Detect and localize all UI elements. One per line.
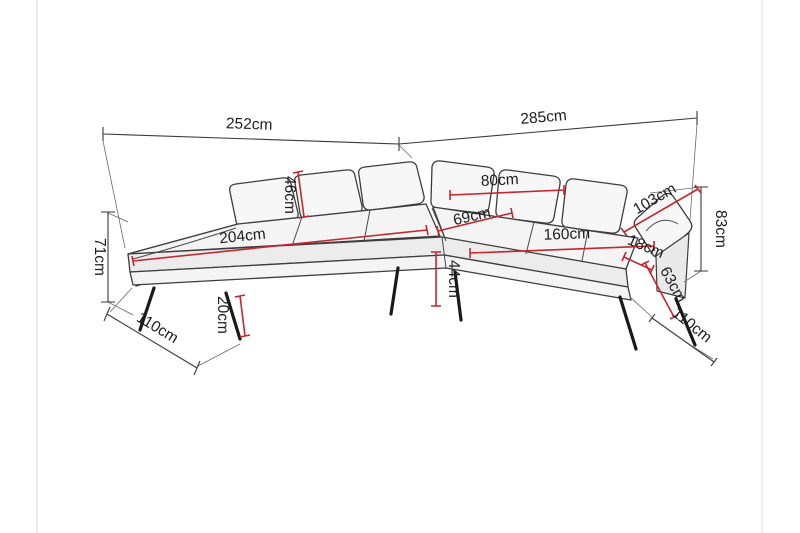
dim-line-44 [431,251,441,307]
dim-label-252: 252cm [226,115,273,134]
dim-line-285 [398,111,698,145]
dim-line-63 [640,260,679,320]
armrest-outer-face [655,232,690,299]
content-frame-borders [36,0,763,533]
dim-line-71 [101,211,115,303]
extension-lines [102,123,714,367]
dim-line-46 [292,170,310,219]
dim-label-20: 20cm [214,296,231,334]
back-cushion-icon [357,161,425,211]
dim-label-80: 80cm [480,171,519,190]
seat-left-wing [127,203,441,255]
dim-label-46: 46cm [281,176,298,214]
dimension-extension-lines [102,123,714,367]
dim-line-110-left [103,306,201,376]
dim-label-83: 83cm [712,210,729,248]
dim-label-160: 160cm [543,225,590,244]
dim-label-44: 44cm [445,260,462,298]
dim-line-160 [469,241,655,258]
armrest-right [633,192,693,299]
dim-label-71: 71cm [91,238,108,276]
cushion-seams [132,207,589,269]
dim-line-83 [694,186,708,272]
dim-line-69 [436,207,514,237]
inner-dimension-lines [131,170,702,338]
dim-line-204 [131,224,429,267]
dim-label-204: 204cm [219,226,267,248]
sofa-legs [138,266,697,351]
outer-dimension-lines [101,111,718,376]
armrest-seam [645,219,679,232]
dim-line-110-right [648,313,718,367]
back-cushions-left [228,161,425,228]
dim-line-20 [234,294,251,338]
dim-line-103 [620,184,702,237]
sofa-illustration [127,160,697,351]
dim-label-285: 285cm [520,107,568,128]
dim-line-80 [449,185,565,200]
